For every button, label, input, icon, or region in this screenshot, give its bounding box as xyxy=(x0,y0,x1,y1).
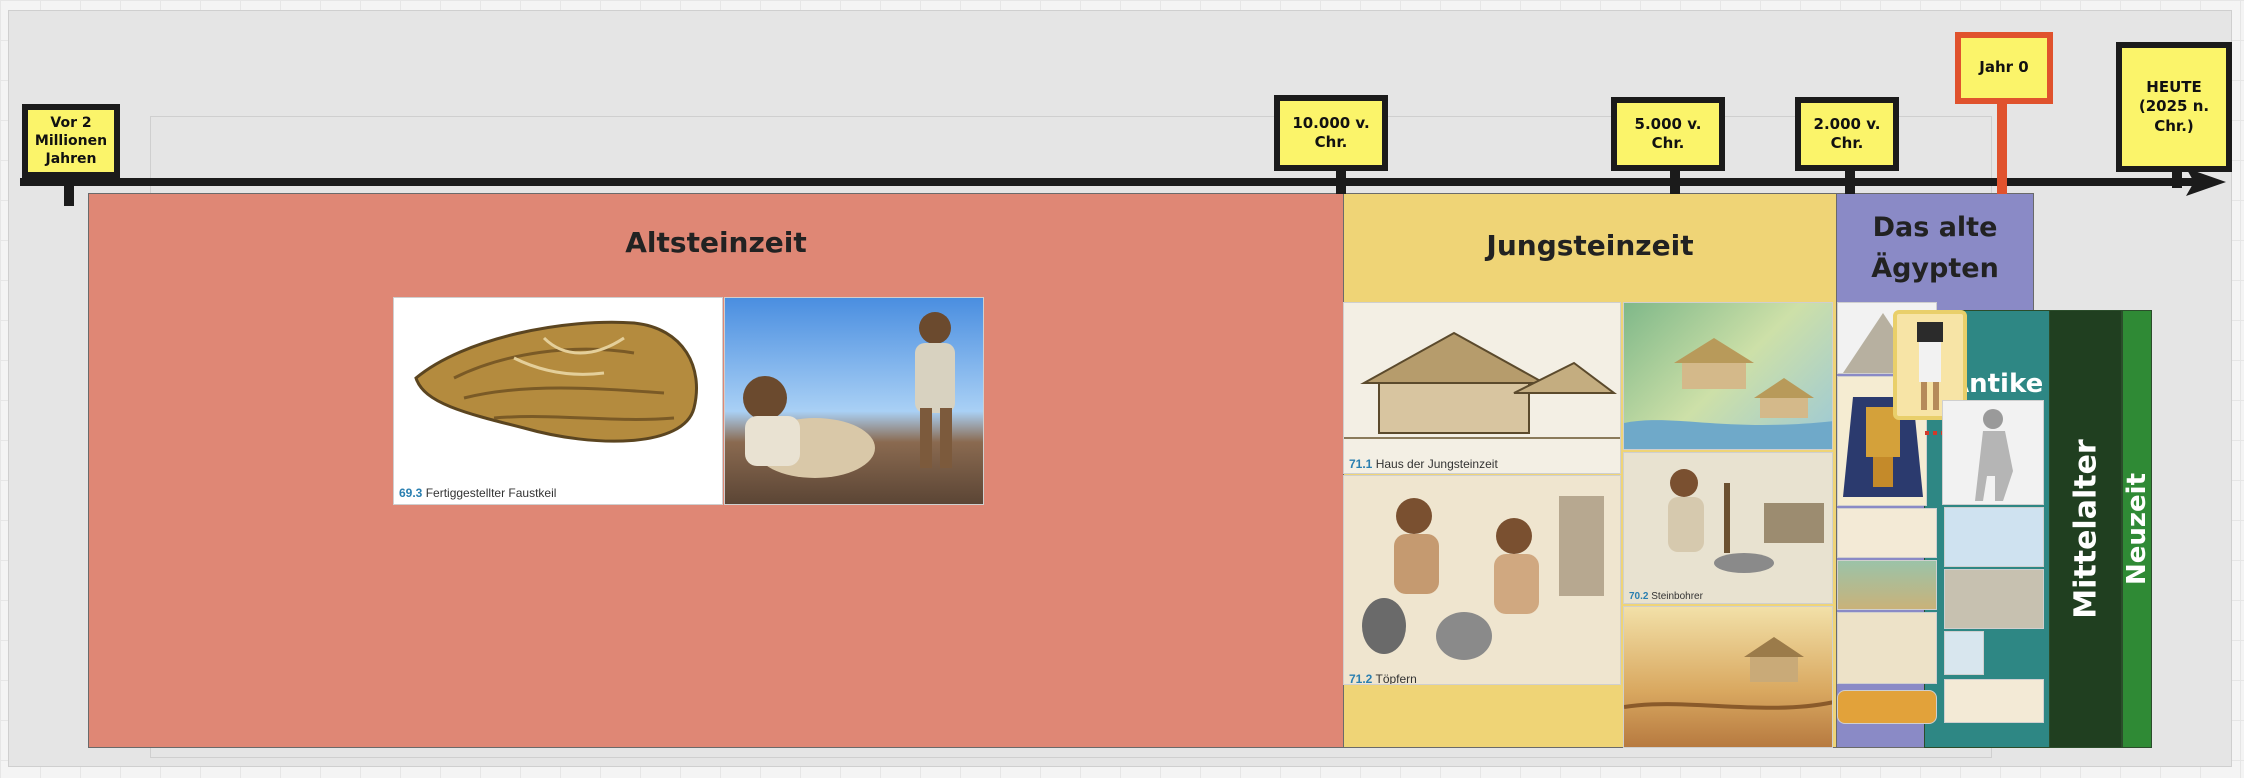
statue-icon xyxy=(1975,409,2013,501)
steinbohrer-image[interactable]: 70.2 Steinbohrer xyxy=(1623,452,1833,604)
era-neuzeit[interactable]: Neuzeit xyxy=(2122,310,2152,748)
marker-vor-2-millionen[interactable]: Vor 2 Millionen Jahren xyxy=(22,104,120,178)
marker-heute[interactable]: HEUTE (2025 n. Chr.) xyxy=(2116,42,2232,172)
discus-thrower-image[interactable] xyxy=(1942,400,2044,505)
stone-drill-icon xyxy=(1668,469,1824,573)
pharaoh-icon xyxy=(1917,322,1943,410)
marker-10000-v-chr[interactable]: 10.000 v. Chr. xyxy=(1274,95,1388,171)
era-altsteinzeit-title: Altsteinzeit xyxy=(625,226,807,259)
faustkeil-caption: 69.3 Fertiggestellter Faustkeil xyxy=(399,486,557,500)
era-altsteinzeit[interactable]: Altsteinzeit xyxy=(88,193,1344,748)
tick-heute xyxy=(2172,172,2182,188)
thinker-statue-image[interactable] xyxy=(1944,631,1984,675)
roman-gate-image[interactable] xyxy=(1944,569,2044,629)
house-icon xyxy=(1344,331,1620,439)
hieroglyph-figures-image[interactable] xyxy=(1837,508,1937,558)
roman-ship-image[interactable] xyxy=(1944,507,2044,567)
toepfern-caption: 71.2 Töpfern xyxy=(1349,672,1417,685)
axis-arrow-icon xyxy=(2186,168,2226,196)
era-mittelalter-title: Mittelalter xyxy=(2068,439,2103,619)
marker-jahr-0[interactable]: Jahr 0 xyxy=(1955,32,2053,104)
stone-age-people-icon xyxy=(743,312,955,478)
tick-5000 xyxy=(1670,170,1680,194)
cartouche-image[interactable] xyxy=(1837,690,1937,724)
marker-2000-v-chr[interactable]: 2.000 v. Chr. xyxy=(1795,97,1899,171)
farm-icon xyxy=(1624,637,1832,710)
village-icon xyxy=(1624,338,1832,449)
tick-vor2mio xyxy=(64,178,74,206)
steinbohrer-caption: 70.2 Steinbohrer xyxy=(1629,591,1703,602)
toepfern-image[interactable]: 71.2 Töpfern xyxy=(1343,475,1621,685)
greek-figures-image[interactable] xyxy=(1944,679,2044,723)
tick-10000 xyxy=(1336,170,1346,194)
neolithic-farming-image[interactable] xyxy=(1623,606,1833,748)
pharaoh-card-image[interactable] xyxy=(1893,310,1967,420)
hand-axe-icon xyxy=(414,320,698,443)
tick-jahr0 xyxy=(1997,100,2007,194)
haus-caption: 71.1 Haus der Jungsteinzeit xyxy=(1349,457,1498,471)
era-mittelalter[interactable]: Mittelalter xyxy=(2049,310,2122,748)
neolithic-village-image[interactable] xyxy=(1623,302,1833,450)
pottery-icon xyxy=(1362,496,1604,660)
timeline-axis xyxy=(20,178,2200,186)
egypt-work-image[interactable] xyxy=(1837,612,1937,684)
egypt-nile-image[interactable] xyxy=(1837,560,1937,610)
era-jungsteinzeit-title: Jungsteinzeit xyxy=(1486,229,1694,262)
era-aegypten-title: Das alte Ägypten xyxy=(1871,212,1999,284)
tick-2000 xyxy=(1845,170,1855,194)
marker-5000-v-chr[interactable]: 5.000 v. Chr. xyxy=(1611,97,1725,171)
era-neuzeit-title: Neuzeit xyxy=(2122,472,2152,586)
faustkeil-image[interactable]: 69.3 Fertiggestellter Faustkeil xyxy=(393,297,723,505)
neolithic-house-image[interactable]: 71.1 Haus der Jungsteinzeit xyxy=(1343,302,1621,474)
stone-age-diorama-image[interactable] xyxy=(724,297,984,505)
